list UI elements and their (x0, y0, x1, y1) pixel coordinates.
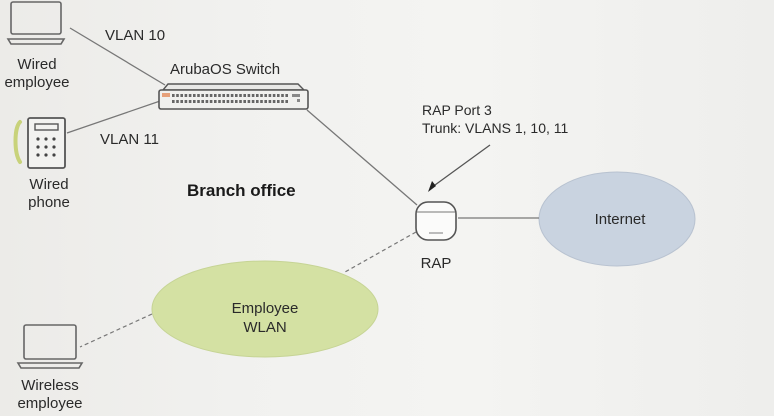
vlan11-label: VLAN 11 (100, 131, 159, 148)
wired-employee-label-line2: employee (4, 74, 70, 91)
switch-port (197, 100, 200, 103)
switch-port (235, 100, 238, 103)
switch-port (230, 94, 234, 97)
switch-port (247, 94, 251, 97)
network-switch-icon (158, 83, 309, 110)
switch-port (188, 100, 192, 103)
employee-wlan-label-line1: Employee (231, 300, 299, 317)
switch-port (226, 94, 230, 97)
switch-port (218, 94, 221, 97)
switch-port (230, 100, 234, 103)
switch-port (218, 100, 221, 103)
vlan10-label: VLAN 10 (105, 27, 166, 44)
switch-port (188, 94, 192, 97)
wired-employee-label-line1: Wired (17, 56, 57, 73)
wired-employee-label: Wired employee (2, 56, 72, 92)
switch-port (256, 94, 259, 97)
switch-port (285, 100, 288, 103)
annotation-line2: Trunk: VLANS 1, 10, 11 (422, 120, 569, 136)
switch-port (193, 94, 196, 97)
employee-wlan-zone (151, 260, 379, 358)
internet-cloud (538, 171, 696, 267)
switch-port (281, 94, 284, 97)
wireless-employee-label: Wireless employee (12, 377, 88, 413)
switch-port (176, 94, 179, 97)
switch-port (268, 100, 272, 103)
switch-port (264, 94, 267, 97)
wired-phone-label: Wired phone (14, 176, 84, 212)
wireless-employee-label-line2: employee (17, 395, 83, 412)
annotation-arrowhead (428, 181, 436, 192)
switch-port (239, 94, 242, 97)
rap-label: RAP (420, 255, 452, 272)
switch-port (239, 100, 242, 103)
switch-port (222, 100, 225, 103)
switch-port (209, 94, 213, 97)
switch-port (247, 100, 251, 103)
switch-port (214, 100, 217, 103)
switch-label: ArubaOS Switch (170, 61, 281, 78)
switch-port (243, 100, 246, 103)
link-rap-wlan (344, 231, 417, 273)
desk-phone-icon (13, 117, 66, 169)
annotation-line1: RAP Port 3 (422, 102, 492, 118)
switch-port (281, 100, 284, 103)
employee-wlan-label: Employee WLAN (215, 299, 315, 337)
switch-port (285, 94, 288, 97)
switch-port (209, 100, 213, 103)
link-wlan-wireless-employee (79, 313, 153, 348)
laptop-icon (16, 324, 84, 369)
switch-port (277, 94, 280, 97)
switch-port (268, 94, 272, 97)
employee-wlan-label-line2: WLAN (243, 319, 287, 336)
switch-port (201, 100, 204, 103)
switch-port (184, 94, 188, 97)
switch-port (201, 94, 204, 97)
switch-port (205, 100, 209, 103)
switch-port (260, 94, 263, 97)
access-point-icon (415, 201, 457, 241)
switch-port (180, 94, 183, 97)
switch-port (251, 100, 255, 103)
switch-port (222, 94, 225, 97)
switch-port (264, 100, 267, 103)
switch-port (172, 100, 175, 103)
switch-port (226, 100, 230, 103)
switch-port (260, 100, 263, 103)
link-wired-phone-switch (66, 99, 164, 134)
switch-port (193, 100, 196, 103)
wireless-employee-label-line1: Wireless (21, 377, 79, 394)
switch-port (277, 100, 280, 103)
switch-port (251, 94, 255, 97)
switch-port (272, 94, 276, 97)
internet-label: Internet (594, 211, 646, 228)
switch-port (214, 94, 217, 97)
annotation-arrow-line (434, 144, 491, 186)
switch-port (243, 94, 246, 97)
switch-port (180, 100, 183, 103)
switch-port (205, 94, 209, 97)
diagram-title: Branch office (187, 181, 296, 200)
switch-port (184, 100, 188, 103)
wired-phone-label-line1: Wired (29, 176, 69, 193)
switch-port (235, 94, 238, 97)
switch-port (197, 94, 200, 97)
laptop-icon (6, 1, 66, 45)
wired-phone-label-line2: phone (28, 194, 70, 211)
link-switch-rap (306, 109, 418, 206)
rap-port-annotation: RAP Port 3 Trunk: VLANS 1, 10, 11 (422, 101, 568, 137)
switch-port (272, 100, 276, 103)
switch-port (256, 100, 259, 103)
switch-port (176, 100, 179, 103)
link-wired-employee-switch (69, 27, 166, 86)
switch-port (172, 94, 175, 97)
